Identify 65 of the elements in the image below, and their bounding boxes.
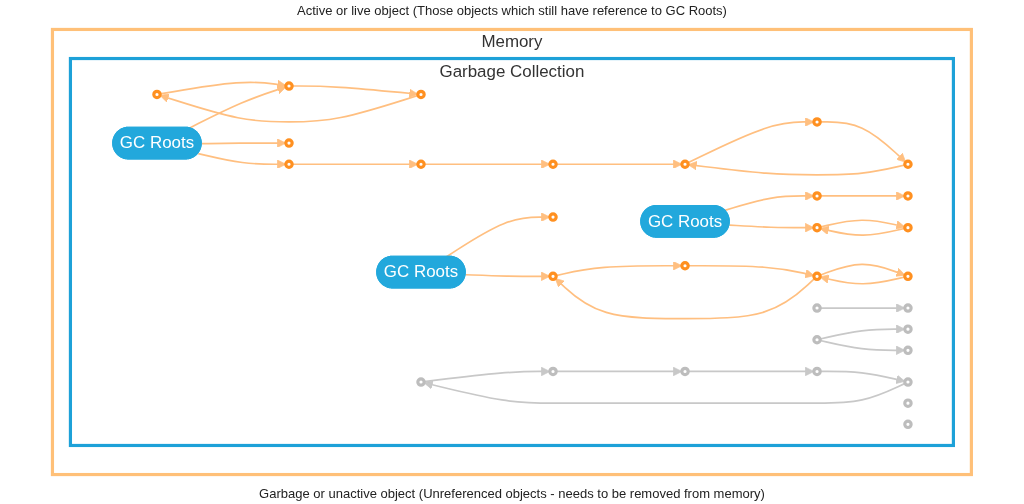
arrow [687, 117, 815, 164]
node-circle [548, 366, 558, 377]
node-circle [812, 366, 822, 377]
arrow [819, 339, 906, 355]
node-circle [812, 335, 822, 345]
arrow [423, 380, 906, 405]
node-circle [903, 303, 913, 313]
arrow [555, 366, 683, 377]
node-circle [903, 222, 913, 233]
arrow [819, 303, 906, 313]
arrow [201, 138, 287, 148]
node-circle [903, 191, 913, 201]
arrow [687, 366, 815, 377]
arrow [819, 225, 906, 236]
node-circle [903, 377, 913, 387]
arrow [819, 274, 906, 285]
arrow [687, 161, 906, 176]
arrow [159, 93, 419, 123]
node-circle [903, 398, 913, 408]
arrow [291, 85, 419, 98]
node-circle [152, 89, 162, 100]
arrow [291, 159, 419, 169]
node-circle [548, 212, 558, 222]
node-circle [284, 81, 294, 91]
annotation-text: Garbage or unactive object (Unreferenced objects - needs to be removed from memory) [259, 486, 765, 501]
node-circle [812, 117, 822, 127]
arrow [423, 366, 551, 383]
node-circle [903, 159, 913, 169]
arrow [445, 212, 551, 258]
arrow [687, 264, 815, 279]
node-circle [680, 366, 690, 377]
arrow [724, 191, 815, 212]
node-circle [284, 138, 294, 148]
node-circle [812, 222, 822, 233]
node-circle [903, 345, 913, 356]
arrow [819, 370, 906, 384]
node-circle [903, 324, 913, 334]
arrow [555, 277, 816, 320]
node-circle [548, 159, 558, 169]
node-circle [812, 191, 822, 201]
node-circle [284, 159, 294, 169]
node-circle [812, 271, 822, 282]
arrow [555, 261, 683, 277]
arrow [819, 263, 906, 277]
arrow [819, 324, 906, 340]
arrow [197, 152, 287, 169]
node-circle [903, 419, 913, 430]
arrow [159, 79, 287, 95]
arrow [555, 159, 683, 169]
node-circle [903, 271, 913, 282]
arrow [819, 219, 906, 230]
node-circle [416, 159, 426, 169]
arrow [728, 223, 815, 233]
arrow [819, 191, 906, 201]
arrow [819, 121, 907, 163]
annotation-text: Active or live object (Those objects which still have reference to GC Roots) [297, 3, 727, 18]
arrow [423, 159, 551, 169]
arrow [464, 271, 551, 281]
node-circle [548, 271, 558, 282]
node-circle [416, 89, 426, 100]
node-circle [812, 303, 822, 313]
arrow [188, 85, 287, 129]
node-circle [680, 159, 690, 169]
node-circle [416, 377, 426, 387]
node-circle [680, 261, 690, 271]
